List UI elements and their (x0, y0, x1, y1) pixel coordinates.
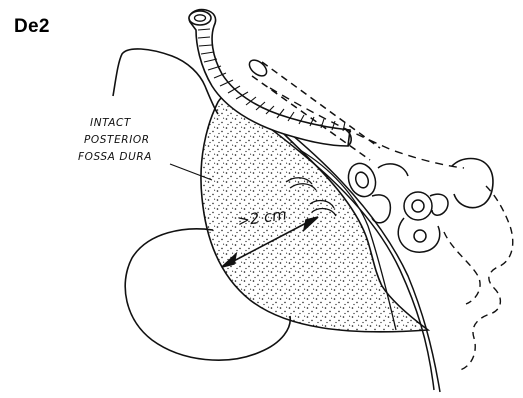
middle-ear-ossicle (452, 159, 493, 208)
dura-label-line-1: INTACT (90, 117, 132, 129)
dura-label-line-2: POSTERIOR (84, 134, 150, 146)
external-contour-dashed (460, 186, 513, 370)
external-contour-dashed-2 (444, 232, 480, 304)
dura-label-line-3: FOSSA DURA (78, 151, 152, 163)
